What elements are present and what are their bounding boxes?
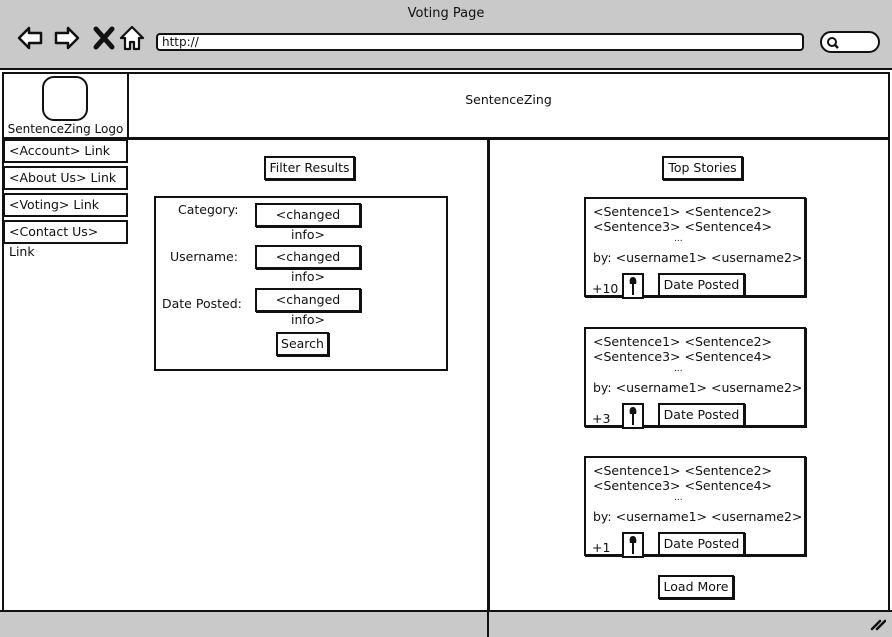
site-name: SentenceZing [465,92,552,107]
browser-search-field[interactable] [820,31,880,53]
date-posted-field[interactable]: <changed info> [255,288,361,327]
vote-count: +1 [592,540,611,555]
thumb-up-icon [629,536,637,554]
story-ellipsis: ... [674,364,683,374]
story-card: <Sentence1> <Sentence2> <Sentence3> <Sen… [584,456,806,558]
story-authors: by: <username1> <username2> [593,509,803,524]
thumb-up-icon [629,277,637,295]
story-sentence-line: <Sentence3> <Sentence4> [593,219,773,234]
status-bar-divider [487,610,489,637]
story-sentence-line: <Sentence1> <Sentence2> [593,204,773,219]
vote-button[interactable] [622,532,644,558]
search-button[interactable]: Search [276,332,329,356]
home-icon[interactable] [118,24,146,52]
sidebar-item-account[interactable]: <Account> Link [3,139,128,163]
story-sentence-line: <Sentence1> <Sentence2> [593,463,773,478]
site-header: SentenceZing [127,72,890,139]
category-field[interactable]: <changed info> [255,203,361,242]
resize-grip-icon[interactable] [870,617,886,631]
username-label: Username: [170,249,238,264]
logo-label: SentenceZing Logo [7,122,124,136]
date-posted-button[interactable]: Date Posted [658,273,745,297]
story-authors: by: <username1> <username2> [593,250,803,265]
date-posted-button[interactable]: Date Posted [658,403,745,427]
category-label: Category: [178,202,239,217]
story-ellipsis: ... [674,234,683,244]
story-ellipsis: ... [674,493,683,503]
story-sentence-line: <Sentence3> <Sentence4> [593,478,773,493]
sidebar-item-contact-us[interactable]: <Contact Us> Link [3,220,128,259]
load-more-button[interactable]: Load More [658,575,734,599]
vote-button[interactable] [622,403,644,429]
story-sentence-line: <Sentence1> <Sentence2> [593,334,773,349]
vote-count: +3 [592,411,611,426]
thumb-up-icon [629,407,637,425]
address-bar[interactable]: http:// [156,33,804,51]
close-icon[interactable] [90,24,118,52]
vote-count: +10 [592,281,619,296]
story-authors: by: <username1> <username2> [593,380,803,395]
search-icon [827,37,839,49]
date-posted-button[interactable]: Date Posted [658,532,745,556]
story-card: <Sentence1> <Sentence2> <Sentence3> <Sen… [584,327,806,429]
story-card: <Sentence1> <Sentence2> <Sentence3> <Sen… [584,197,806,299]
logo-image [42,76,88,121]
story-sentence-line: <Sentence3> <Sentence4> [593,349,773,364]
window-title: Voting Page [407,6,485,21]
top-stories-button[interactable]: Top Stories [662,156,743,180]
username-field[interactable]: <changed info> [255,245,361,284]
logo-box[interactable]: SentenceZing Logo [2,72,129,139]
back-arrow-icon[interactable] [16,24,44,52]
vote-button[interactable] [622,273,644,299]
sidebar-item-voting[interactable]: <Voting> Link [3,193,128,217]
filter-results-button[interactable]: Filter Results [264,156,355,180]
forward-arrow-icon[interactable] [53,24,81,52]
sidebar-item-about-us[interactable]: <About Us> Link [3,166,128,190]
url-text: http:// [162,35,199,49]
status-bar [0,610,892,637]
date-posted-label: Date Posted: [162,296,242,311]
